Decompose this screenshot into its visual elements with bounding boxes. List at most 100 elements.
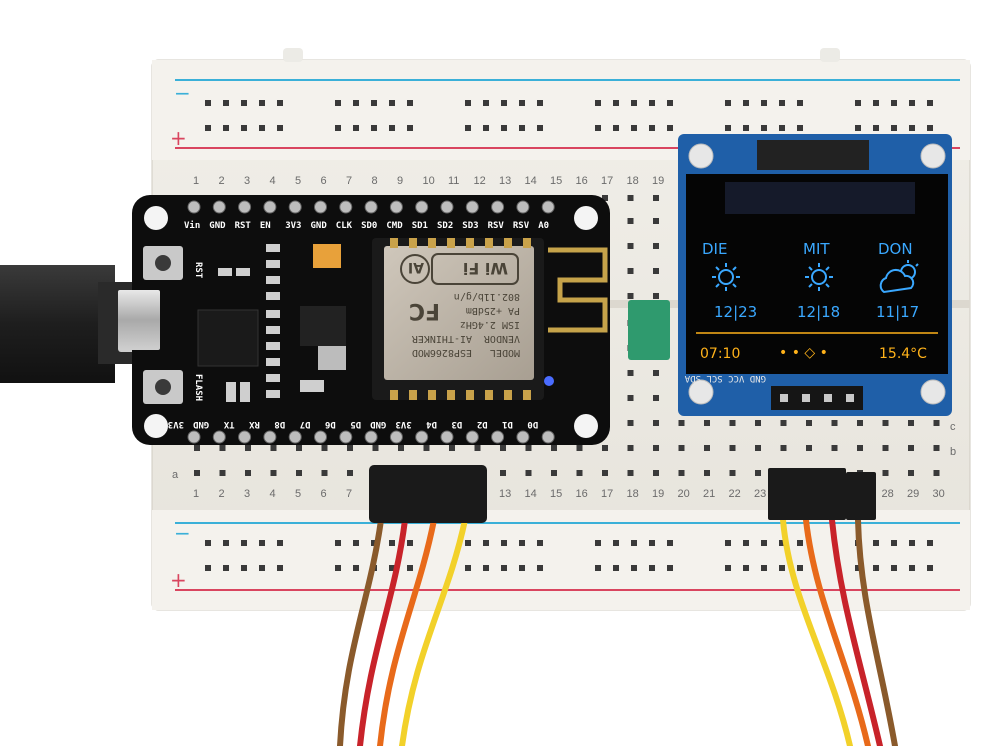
rail-hole <box>797 100 803 106</box>
rail-hole <box>371 100 377 106</box>
terminal-hole <box>551 445 557 451</box>
column-number: 10 <box>423 175 435 187</box>
terminal-hole <box>755 420 761 426</box>
terminal-hole <box>576 445 583 451</box>
rail-hole <box>909 540 915 546</box>
pin-label: CLK <box>336 221 353 231</box>
header-pin <box>314 200 327 214</box>
module-line-esp: ESP8266MOD <box>412 347 472 358</box>
terminal-hole <box>474 445 481 451</box>
pin-label: 3V3 <box>395 419 411 429</box>
rail-hole <box>613 565 619 571</box>
rail-hole <box>779 540 785 546</box>
column-number: 2 <box>219 175 225 187</box>
terminal-hole <box>347 470 353 476</box>
pcb-antenna <box>548 247 608 333</box>
fc-logo: FC <box>409 298 440 323</box>
rail-hole <box>855 100 861 106</box>
top-pin-header <box>187 200 555 214</box>
rail-hole <box>465 565 471 571</box>
column-number: 22 <box>729 488 741 500</box>
dupont-connector <box>846 472 876 520</box>
rail-hole <box>223 125 229 131</box>
terminal-hole <box>627 370 634 376</box>
pin-label: SD1 <box>412 221 428 231</box>
day-temps: 12|23 <box>714 303 757 321</box>
header-pin <box>516 200 530 214</box>
terminal-hole <box>933 445 940 451</box>
terminal-hole <box>806 420 812 426</box>
terminal-hole <box>627 243 634 249</box>
column-number: 13 <box>499 488 511 500</box>
module-pad <box>523 390 531 400</box>
terminal-hole <box>270 445 277 451</box>
rail-hole <box>891 100 897 106</box>
mount-hole <box>920 143 946 169</box>
header-pin <box>389 200 403 214</box>
terminal-hole <box>857 445 863 451</box>
pin-label: RSV <box>488 221 505 231</box>
page-indicator: • • ◇ • <box>779 345 828 361</box>
rail-hole <box>205 565 211 571</box>
terminal-hole <box>729 420 736 426</box>
display-flex-cable <box>757 140 869 170</box>
rail-hole <box>483 125 489 131</box>
module-pad <box>485 390 493 400</box>
header-pin <box>415 200 429 214</box>
header-pin <box>516 430 530 444</box>
rail-hole <box>725 565 731 571</box>
module-pad <box>466 390 474 400</box>
terminal-hole <box>908 420 914 426</box>
pin-label: CMD <box>386 221 403 231</box>
module-line-model: MODEL <box>490 347 520 358</box>
rail-hole <box>631 100 637 106</box>
mount-hole <box>574 414 598 438</box>
rail-hole <box>927 100 933 106</box>
jumper-wires-right <box>768 468 898 746</box>
column-number: 16 <box>576 488 588 500</box>
status-led <box>544 376 554 386</box>
terminal-hole <box>602 195 608 201</box>
oled-pin-labels: GND VCC SCL SDA <box>684 373 766 383</box>
terminal-hole <box>347 445 353 451</box>
oled-pin-header <box>771 386 863 410</box>
uart-chip <box>197 309 259 367</box>
module-pad <box>523 238 531 248</box>
column-number: 17 <box>601 175 613 187</box>
rail-hole <box>761 565 767 571</box>
rail-hole <box>223 565 229 571</box>
terminal-hole <box>627 195 634 201</box>
rail-hole <box>519 125 525 131</box>
terminal-hole <box>653 445 659 451</box>
terminal-hole <box>882 445 889 451</box>
mount-hole <box>144 414 168 438</box>
rail-plus-label-bottom: + <box>170 568 187 592</box>
rail-hole <box>797 540 803 546</box>
module-line-802: 802.11b/g/n <box>454 291 520 302</box>
terminal-hole <box>423 445 430 451</box>
terminal-hole <box>704 420 710 426</box>
rst-button[interactable] <box>143 246 183 280</box>
pin-label: SD0 <box>361 221 377 231</box>
rail-hole <box>371 540 377 546</box>
flash-label: FLASH <box>193 374 203 401</box>
header-pin <box>339 430 353 444</box>
rail-hole <box>223 100 229 106</box>
header-pin <box>314 430 327 444</box>
rail-hole <box>667 540 673 546</box>
module-line-pa: PA +25dBm <box>466 305 520 316</box>
header-pin <box>491 430 505 444</box>
rail-hole <box>537 100 543 106</box>
terminal-hole <box>525 445 532 451</box>
header-pin <box>389 430 403 444</box>
flash-button[interactable] <box>143 370 183 404</box>
column-number: 28 <box>882 488 894 500</box>
module-pad <box>504 238 512 248</box>
pin-label: GND <box>370 419 387 429</box>
header-pin <box>440 200 454 214</box>
rail-hole <box>277 540 283 546</box>
pin-label: D4 <box>426 419 437 429</box>
rail-hole <box>259 125 265 131</box>
